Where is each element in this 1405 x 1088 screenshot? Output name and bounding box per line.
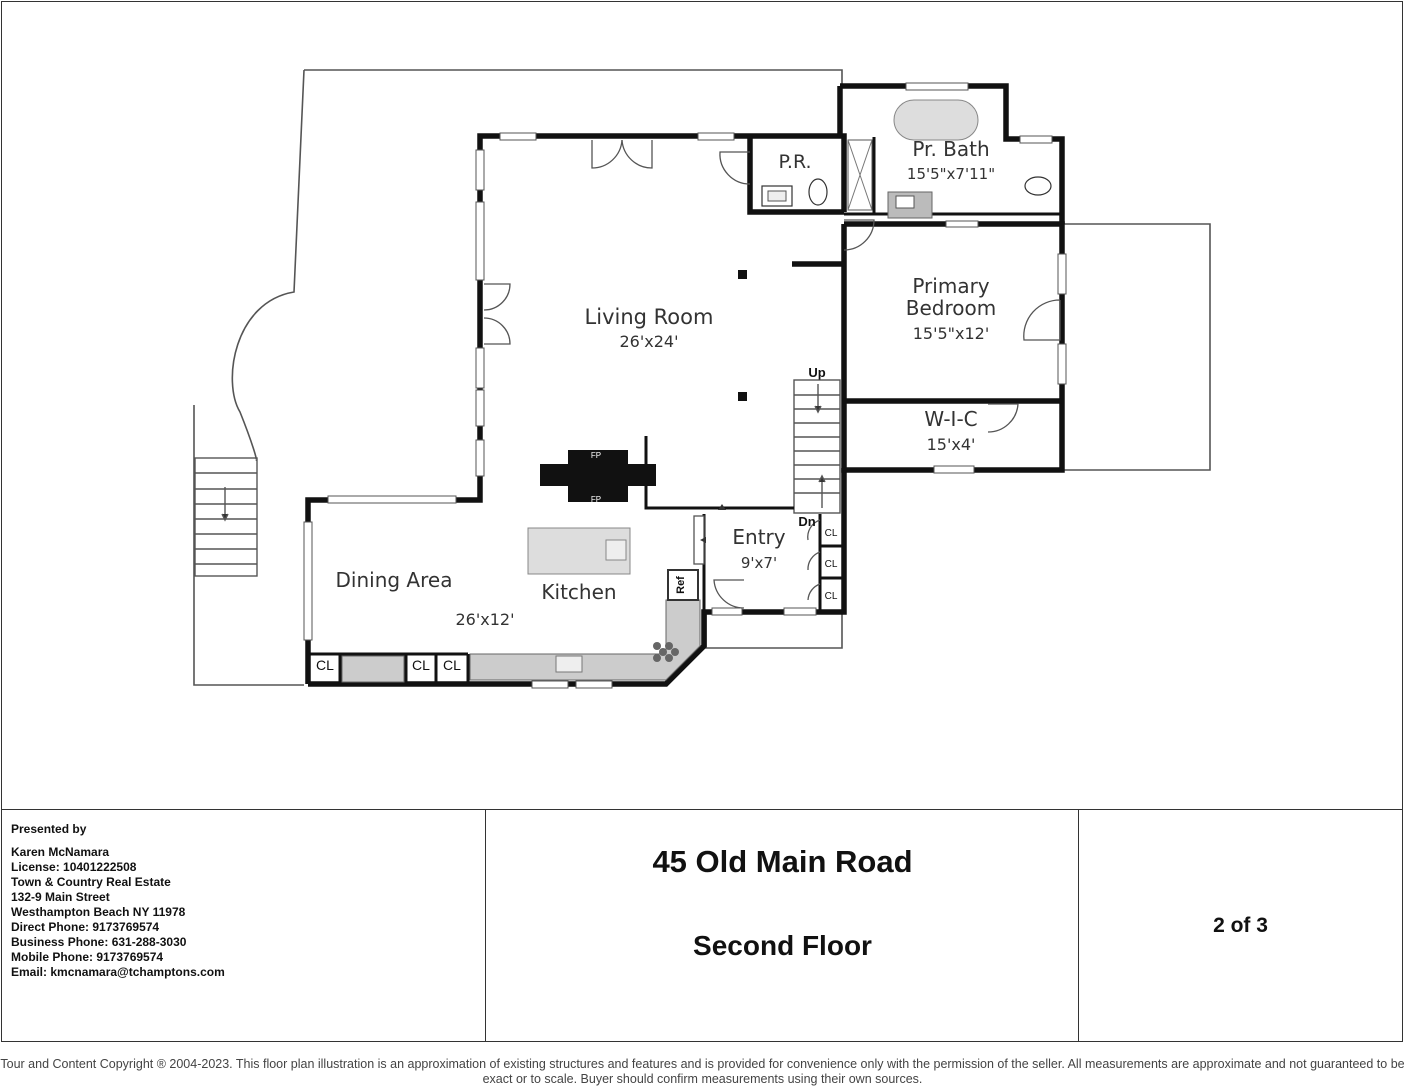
fireplace-label-top: FP bbox=[591, 451, 601, 460]
presenter-business-phone: Business Phone: 631-288-3030 bbox=[11, 935, 187, 949]
property-block: 45 Old Main Road Second Floor bbox=[486, 810, 1079, 1042]
interior-walls bbox=[308, 137, 1060, 684]
fixtures bbox=[341, 99, 1052, 683]
floor-plan: Living Room 26'x24' Dining Area 26'x12' … bbox=[193, 69, 1211, 689]
room-size-living: 26'x24' bbox=[620, 332, 679, 351]
closet-label-1: CL bbox=[316, 657, 334, 673]
presenter-heading: Presented by bbox=[11, 822, 87, 836]
room-name-dining: Dining Area bbox=[336, 568, 453, 592]
windows bbox=[303, 82, 1067, 689]
room-size-wic: 15'x4' bbox=[927, 435, 976, 454]
presenter-mobile-phone: Mobile Phone: 9173769574 bbox=[11, 950, 164, 964]
exterior-stairs bbox=[194, 457, 258, 577]
closet-label-3: CL bbox=[443, 657, 461, 673]
property-address: 45 Old Main Road bbox=[652, 844, 913, 879]
small-labels: Up Dn FP FP Ref CL CL CL CL CL CL bbox=[316, 365, 838, 673]
room-labels: Living Room 26'x24' Dining Area 26'x12' … bbox=[336, 137, 997, 629]
closet-label-5: CL bbox=[825, 559, 838, 570]
stair-up-label: Up bbox=[808, 365, 825, 380]
stair-down-label: Dn bbox=[798, 514, 815, 529]
doors bbox=[483, 139, 1061, 609]
info-panel: Presented by Karen McNamara License: 104… bbox=[1, 809, 1403, 1042]
presenter-block: Presented by Karen McNamara License: 104… bbox=[1, 810, 486, 1042]
room-name-wic: W-I-C bbox=[924, 407, 977, 431]
room-name-kitchen: Kitchen bbox=[541, 580, 616, 604]
presenter-company: Town & Country Real Estate bbox=[11, 875, 171, 889]
presenter-email: Email: kmcnamara@tchamptons.com bbox=[11, 965, 225, 979]
disclaimer: Tour and Content Copyright ® 2004-2023. … bbox=[0, 1057, 1405, 1086]
presenter-city: Westhampton Beach NY 11978 bbox=[11, 905, 186, 919]
room-name-bedroom-line1: Primary bbox=[912, 274, 989, 298]
room-size-dining: 26'x12' bbox=[456, 610, 515, 629]
room-name-living: Living Room bbox=[585, 305, 714, 329]
room-size-prbath: 15'5"x7'11" bbox=[907, 165, 995, 183]
presenter-name: Karen McNamara bbox=[11, 845, 110, 859]
floor-name: Second Floor bbox=[693, 930, 872, 961]
room-name-entry: Entry bbox=[732, 525, 785, 549]
room-size-entry: 9'x7' bbox=[741, 554, 777, 572]
room-name-pr: P.R. bbox=[778, 151, 811, 173]
closet-label-2: CL bbox=[412, 657, 430, 673]
page-indicator: 2 of 3 bbox=[1213, 914, 1268, 937]
refrigerator-label: Ref bbox=[675, 576, 687, 594]
presenter-direct-phone: Direct Phone: 9173769574 bbox=[11, 920, 160, 934]
room-name-prbath: Pr. Bath bbox=[912, 137, 989, 161]
closet-label-4: CL bbox=[825, 528, 838, 539]
closet-label-6: CL bbox=[825, 591, 838, 602]
presenter-street: 132-9 Main Street bbox=[11, 890, 110, 904]
interior-stairs bbox=[793, 379, 841, 514]
presenter-license: License: 10401222508 bbox=[11, 860, 137, 874]
floorplan-frame: Living Room 26'x24' Dining Area 26'x12' … bbox=[1, 1, 1403, 1042]
page-block: 2 of 3 bbox=[1079, 810, 1402, 1042]
room-name-bedroom-line2: Bedroom bbox=[906, 296, 996, 320]
fireplace-label-bottom: FP bbox=[591, 495, 601, 504]
door-arrows bbox=[700, 504, 726, 543]
room-size-bedroom: 15'5"x12' bbox=[913, 324, 990, 343]
